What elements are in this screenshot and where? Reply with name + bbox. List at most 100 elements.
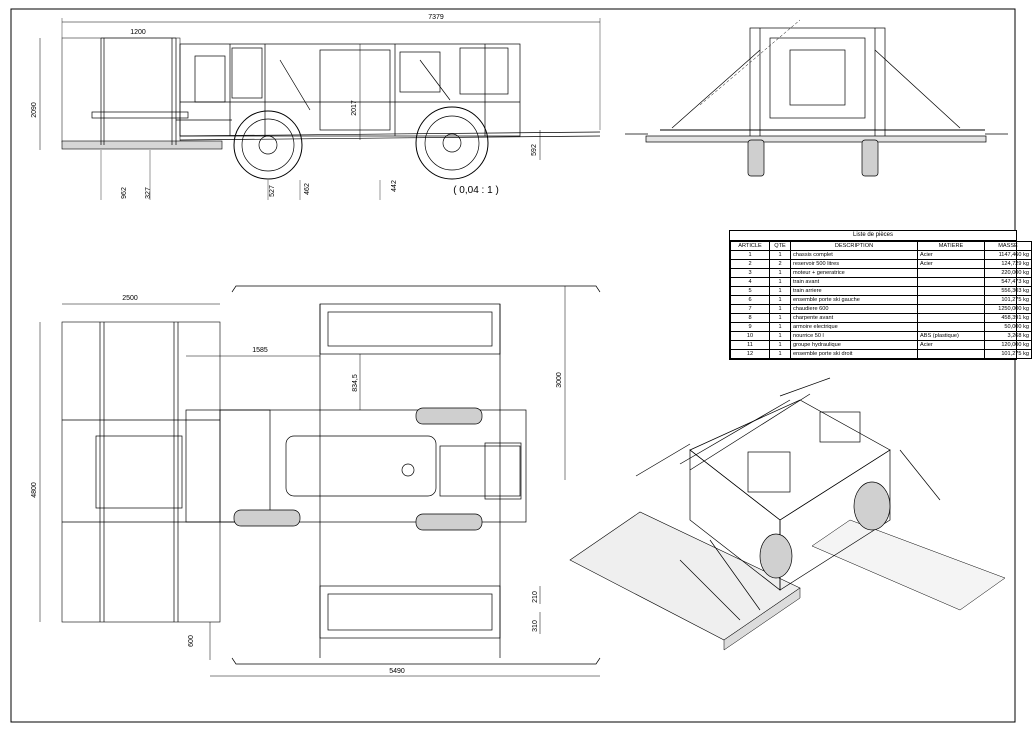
- table-cell: [917, 286, 985, 296]
- table-cell: ensemble porte ski gauche: [790, 295, 918, 305]
- table-cell: nourrice 50 l: [790, 331, 918, 341]
- table-cell: 3: [730, 268, 770, 278]
- table-cell: ensemble porte ski droit: [790, 349, 918, 359]
- table-cell: 9: [730, 322, 770, 332]
- table-cell: groupe hydraulique: [790, 340, 918, 350]
- top-view-dimensions: 2500 1585 834,5 3000 4800 600 5490 210 3…: [31, 295, 563, 675]
- dim-ski-width: 2500: [122, 295, 138, 302]
- table-cell: reservoir 500 litres: [790, 259, 918, 269]
- table-cell: 12: [730, 349, 770, 359]
- col-qty: QTE: [769, 241, 791, 251]
- table-cell: 1: [769, 250, 791, 260]
- dim-overall-width: 4800: [31, 482, 38, 498]
- table-cell: 7: [730, 304, 770, 314]
- col-description: DESCRIPTION: [790, 241, 918, 251]
- top-view: [39, 285, 601, 677]
- table-cell: 1: [769, 304, 791, 314]
- table-cell: 1: [730, 250, 770, 260]
- dim-ski-length: 3000: [556, 372, 563, 388]
- dim-462: 462: [304, 183, 311, 195]
- sheet-border: [10, 8, 1016, 723]
- table-cell: 1: [769, 268, 791, 278]
- table-cell: chaudiere 600: [790, 304, 918, 314]
- col-article: ARTICLE: [730, 241, 770, 251]
- table-cell: ABS (plastique): [917, 331, 985, 341]
- table-cell: 2: [769, 259, 791, 269]
- table-cell: 1250,000 kg: [984, 304, 1032, 314]
- dim-442: 442: [391, 180, 398, 192]
- dim-527: 527: [269, 185, 276, 197]
- dim-overall-height: 2090: [31, 102, 38, 118]
- table-cell: Acier: [917, 250, 985, 260]
- table-cell: moteur + generatrice: [790, 268, 918, 278]
- table-cell: 1: [769, 322, 791, 332]
- table-cell: 547,473 kg: [984, 277, 1032, 287]
- table-cell: [917, 268, 985, 278]
- col-material: MATIERE: [917, 241, 985, 251]
- table-cell: 8: [730, 313, 770, 323]
- isometric-view: [569, 377, 1006, 651]
- dim-hitch-height: 592: [531, 144, 538, 156]
- table-cell: [917, 277, 985, 287]
- table-cell: 1: [769, 295, 791, 305]
- table-cell: 2: [730, 259, 770, 269]
- table-cell: chassis complet: [790, 250, 918, 260]
- table-cell: [917, 304, 985, 314]
- table-cell: 11: [730, 340, 770, 350]
- dim-offset-1585: 1585: [252, 347, 268, 354]
- table-cell: 6: [730, 295, 770, 305]
- table-cell: train avant: [790, 277, 918, 287]
- table-cell: 1: [769, 349, 791, 359]
- table-cell: 3,268 kg: [984, 331, 1032, 341]
- table-cell: [917, 313, 985, 323]
- table-cell: [917, 295, 985, 305]
- table-cell: Acier: [917, 259, 985, 269]
- table-cell: train arriere: [790, 286, 918, 296]
- table-cell: 120,000 kg: [984, 340, 1032, 350]
- dim-chassis-height: 2017: [351, 100, 358, 116]
- table-cell: 101,275 kg: [984, 295, 1032, 305]
- table-cell: 556,303 kg: [984, 286, 1032, 296]
- dim-600: 600: [188, 635, 195, 647]
- side-view: [39, 18, 601, 200]
- dim-210: 210: [532, 591, 539, 603]
- dim-top-overall-length: 5490: [389, 668, 405, 675]
- dim-310: 310: [532, 620, 539, 632]
- table-cell: 1: [769, 340, 791, 350]
- table-cell: 4: [730, 277, 770, 287]
- table-cell: 5: [730, 286, 770, 296]
- side-view-dimensions: 7379 1200 2090 2017 592 962 327 527 462 …: [31, 14, 538, 199]
- table-cell: charpente avant: [790, 313, 918, 323]
- parts-list-title: Liste de pièces: [730, 231, 1016, 241]
- table-cell: 458,391 kg: [984, 313, 1032, 323]
- table-cell: 220,000 kg: [984, 268, 1032, 278]
- table-cell: 1147,460 kg: [984, 250, 1032, 260]
- table-cell: 10: [730, 331, 770, 341]
- table-cell: 1: [769, 331, 791, 341]
- table-cell: Acier: [917, 340, 985, 350]
- dim-962: 962: [121, 187, 128, 199]
- scale-label: ( 0,04 : 1 ): [453, 185, 499, 196]
- table-cell: 50,000 kg: [984, 322, 1032, 332]
- parts-list-header-row: ARTICLE QTE DESCRIPTION MATIERE MASSE: [730, 241, 1032, 251]
- table-cell: 1: [769, 286, 791, 296]
- dim-834: 834,5: [352, 374, 359, 392]
- col-mass: MASSE: [984, 241, 1032, 251]
- dim-front-length: 1200: [130, 29, 146, 36]
- table-cell: [917, 349, 985, 359]
- table-cell: 101,275 kg: [984, 349, 1032, 359]
- table-cell: 1: [769, 277, 791, 287]
